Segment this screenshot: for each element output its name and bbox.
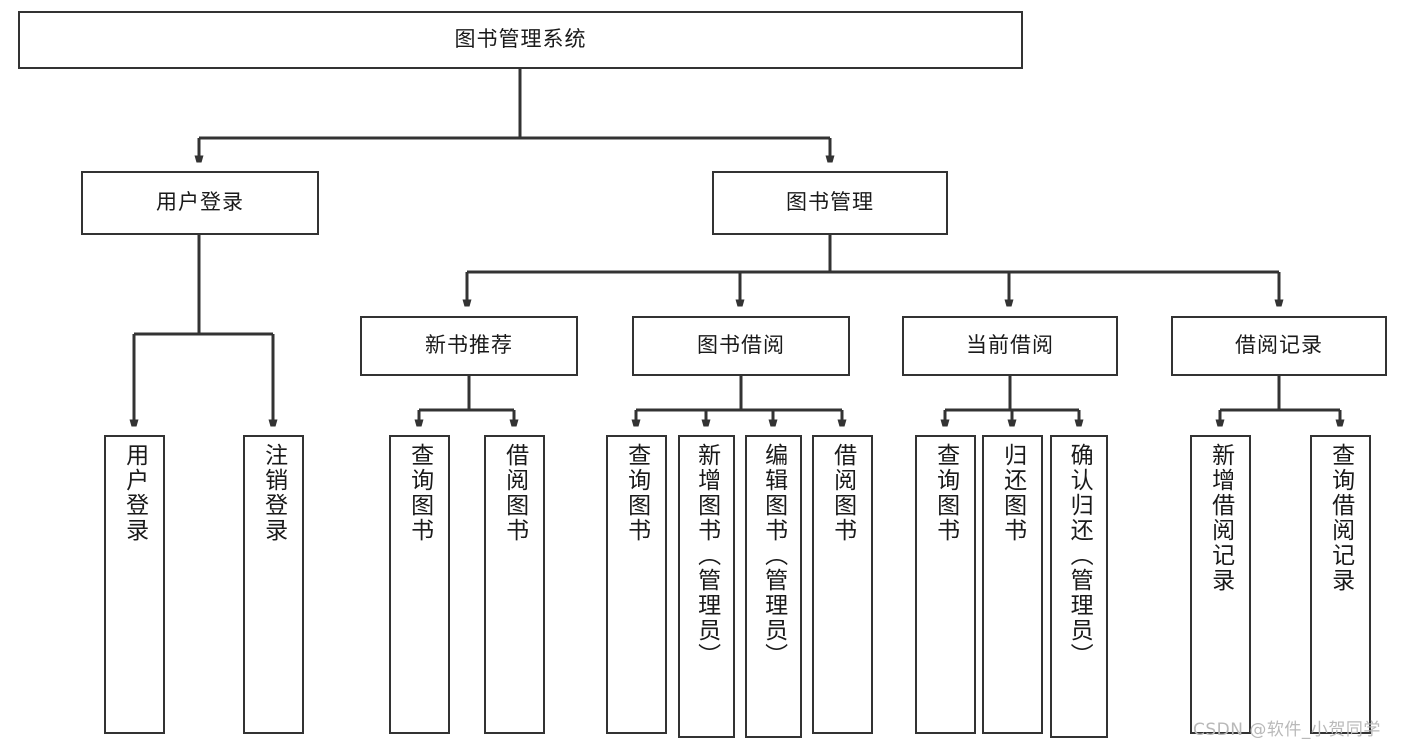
node-user-login[interactable]: 用户登录 — [81, 171, 319, 235]
node-current-borrow[interactable]: 当前借阅 — [902, 316, 1118, 376]
node-book-manage[interactable]: 图书管理 — [712, 171, 948, 235]
node-label-leaf-query-book-current: 查询图书 — [932, 443, 959, 543]
node-label-leaf-edit-book-admin: 编辑图书（管理员） — [760, 443, 787, 668]
node-leaf-return-book[interactable]: 归还图书 — [982, 435, 1043, 734]
node-leaf-query-borrow-record[interactable]: 查询借阅记录 — [1310, 435, 1371, 734]
node-label-root: 图书管理系统 — [454, 27, 587, 52]
node-label-leaf-borrow-book: 借阅图书 — [829, 443, 856, 543]
node-label-leaf-user-login: 用户登录 — [121, 443, 148, 543]
node-label-leaf-user-logout: 注销登录 — [260, 443, 287, 543]
node-label-book-manage: 图书管理 — [786, 190, 874, 215]
node-label-leaf-query-book-rec: 查询图书 — [406, 443, 433, 543]
node-label-user-login: 用户登录 — [156, 190, 244, 215]
node-book-borrow[interactable]: 图书借阅 — [632, 316, 850, 376]
node-label-new-book-recommend: 新书推荐 — [425, 333, 513, 358]
node-leaf-borrow-book-rec[interactable]: 借阅图书 — [484, 435, 545, 734]
node-leaf-query-book-rec[interactable]: 查询图书 — [389, 435, 450, 734]
node-borrow-record[interactable]: 借阅记录 — [1171, 316, 1387, 376]
node-leaf-user-logout[interactable]: 注销登录 — [243, 435, 304, 734]
node-new-book-recommend[interactable]: 新书推荐 — [360, 316, 578, 376]
node-leaf-user-login[interactable]: 用户登录 — [104, 435, 165, 734]
node-leaf-edit-book-admin[interactable]: 编辑图书（管理员） — [745, 435, 802, 738]
node-label-borrow-record: 借阅记录 — [1235, 333, 1323, 358]
node-label-leaf-confirm-return-admin: 确认归还（管理员） — [1066, 443, 1093, 668]
node-label-leaf-borrow-book-rec: 借阅图书 — [501, 443, 528, 543]
node-root[interactable]: 图书管理系统 — [18, 11, 1023, 69]
node-leaf-query-book-current[interactable]: 查询图书 — [915, 435, 976, 734]
node-label-leaf-add-borrow-record: 新增借阅记录 — [1207, 443, 1234, 593]
node-leaf-confirm-return-admin[interactable]: 确认归还（管理员） — [1050, 435, 1108, 738]
node-leaf-query-book-borrow[interactable]: 查询图书 — [606, 435, 667, 734]
node-label-leaf-query-borrow-record: 查询借阅记录 — [1327, 443, 1354, 593]
node-label-leaf-query-book-borrow: 查询图书 — [623, 443, 650, 543]
node-label-current-borrow: 当前借阅 — [966, 333, 1054, 358]
node-leaf-add-borrow-record[interactable]: 新增借阅记录 — [1190, 435, 1251, 734]
node-label-leaf-add-book-admin: 新增图书（管理员） — [693, 443, 720, 668]
node-label-book-borrow: 图书借阅 — [697, 333, 785, 358]
node-leaf-borrow-book[interactable]: 借阅图书 — [812, 435, 873, 734]
node-leaf-add-book-admin[interactable]: 新增图书（管理员） — [678, 435, 735, 738]
node-label-leaf-return-book: 归还图书 — [999, 443, 1026, 543]
